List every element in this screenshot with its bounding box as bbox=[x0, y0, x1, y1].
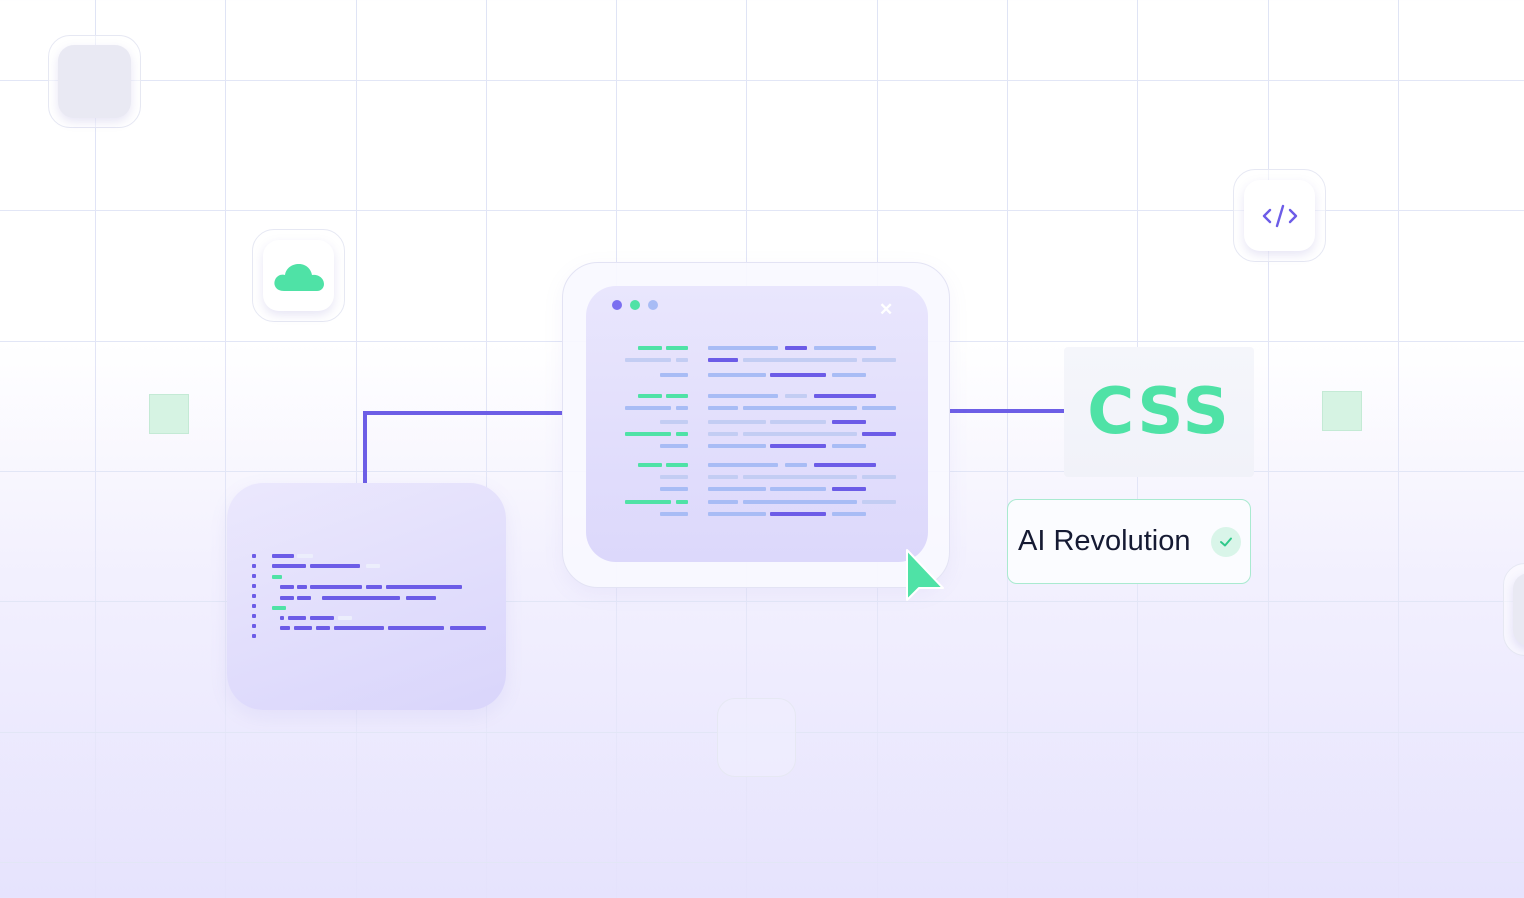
window-dot-purple bbox=[612, 300, 622, 310]
close-icon[interactable]: ✕ bbox=[879, 300, 894, 319]
window-dot-blue bbox=[648, 300, 658, 310]
blank-tile-inner bbox=[58, 45, 131, 118]
css-label-box: CSS bbox=[1064, 347, 1254, 477]
ai-revolution-text: AI Revolution bbox=[1018, 525, 1191, 557]
css-label: CSS bbox=[1087, 375, 1231, 449]
cloud-tile-inner bbox=[263, 240, 334, 311]
bottom-blank-tile bbox=[717, 698, 796, 777]
pointer-cursor-icon bbox=[906, 549, 944, 601]
edge-tile-inner bbox=[1513, 573, 1524, 646]
code-icon bbox=[1262, 204, 1297, 227]
editor-window bbox=[586, 286, 928, 562]
code-tile-inner bbox=[1244, 180, 1315, 251]
check-icon bbox=[1211, 527, 1241, 557]
window-dot-green bbox=[630, 300, 640, 310]
cloud-icon bbox=[273, 263, 324, 291]
connector-left-horizontal bbox=[363, 411, 563, 415]
ai-revolution-badge: AI Revolution bbox=[1007, 499, 1251, 584]
connector-left-vertical bbox=[363, 411, 367, 484]
green-square-left bbox=[149, 394, 189, 434]
green-square-right bbox=[1322, 391, 1362, 431]
connector-right bbox=[950, 409, 1064, 413]
